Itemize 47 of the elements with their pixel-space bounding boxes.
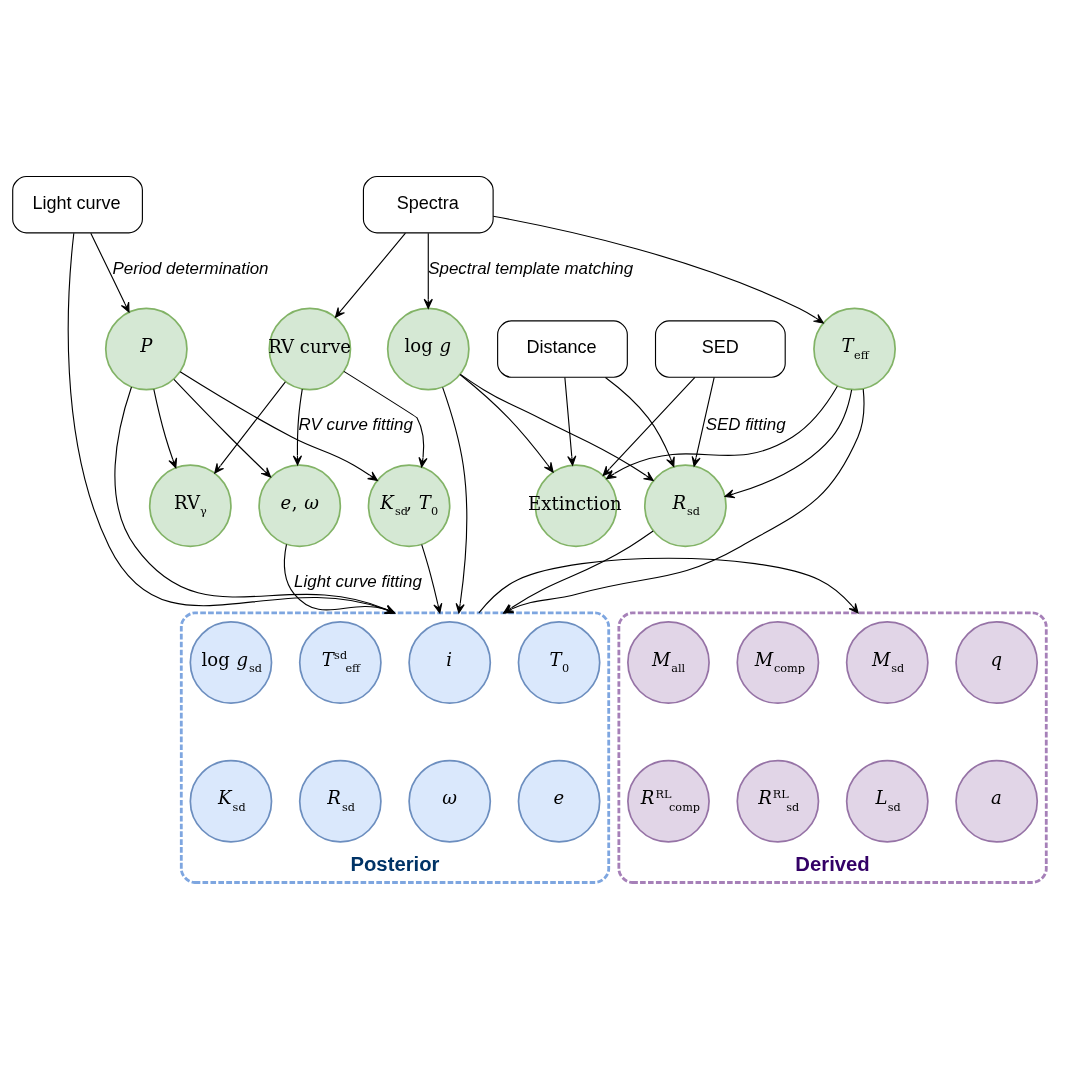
arrow [153,388,178,469]
arrow [423,232,433,309]
arrow [724,389,853,499]
arrow [67,232,395,614]
node-circle: K$_{sd}$ [189,759,273,843]
arrow [442,386,468,614]
arrow [334,232,406,318]
node-circle: a [955,759,1039,843]
node-circle: P [104,307,188,391]
node-box: SED [654,320,786,378]
node-circle: M$_{all}$ [627,621,710,704]
arrow [604,376,675,468]
node-circle: e [517,759,601,843]
node-box: Distance [497,320,628,378]
edge-label: Spectral template matching [428,258,634,278]
arrow [343,370,428,468]
arrow [214,381,286,474]
arrow [114,386,395,614]
arrow [283,543,395,614]
arrow [564,376,577,466]
arrow [459,373,654,482]
edge-label: Light curve fitting [294,572,422,591]
edge-label: Period determination [112,258,269,278]
node-circle: T$_{0}$ [517,621,601,704]
arrow [602,376,696,477]
node-circle: log g [386,307,470,391]
node-circle: R$_{sd}$ [298,759,382,843]
arrow [421,544,443,614]
arrow [492,215,824,324]
node-circle: log g$_{sd}$ [189,621,273,704]
arrow [90,232,130,313]
edge-label: SED fitting [705,415,786,435]
edge-label: RV curve fitting [298,415,413,435]
node-box: Light curve [12,175,143,234]
node-circle: L$_{sd}$ [845,759,929,843]
node-circle: ω [408,759,492,843]
arrow [179,371,378,481]
arrow [691,376,715,467]
arrow [606,385,838,480]
arrow [292,388,303,466]
node-circle: M$_{comp}$ [736,621,820,704]
arrow [173,378,272,478]
arrow [459,373,554,473]
node-circle: q [955,621,1039,704]
node-circle: M$_{sd}$ [845,621,929,704]
node-box: Spectra [362,175,494,234]
node-circle: i [408,621,492,704]
